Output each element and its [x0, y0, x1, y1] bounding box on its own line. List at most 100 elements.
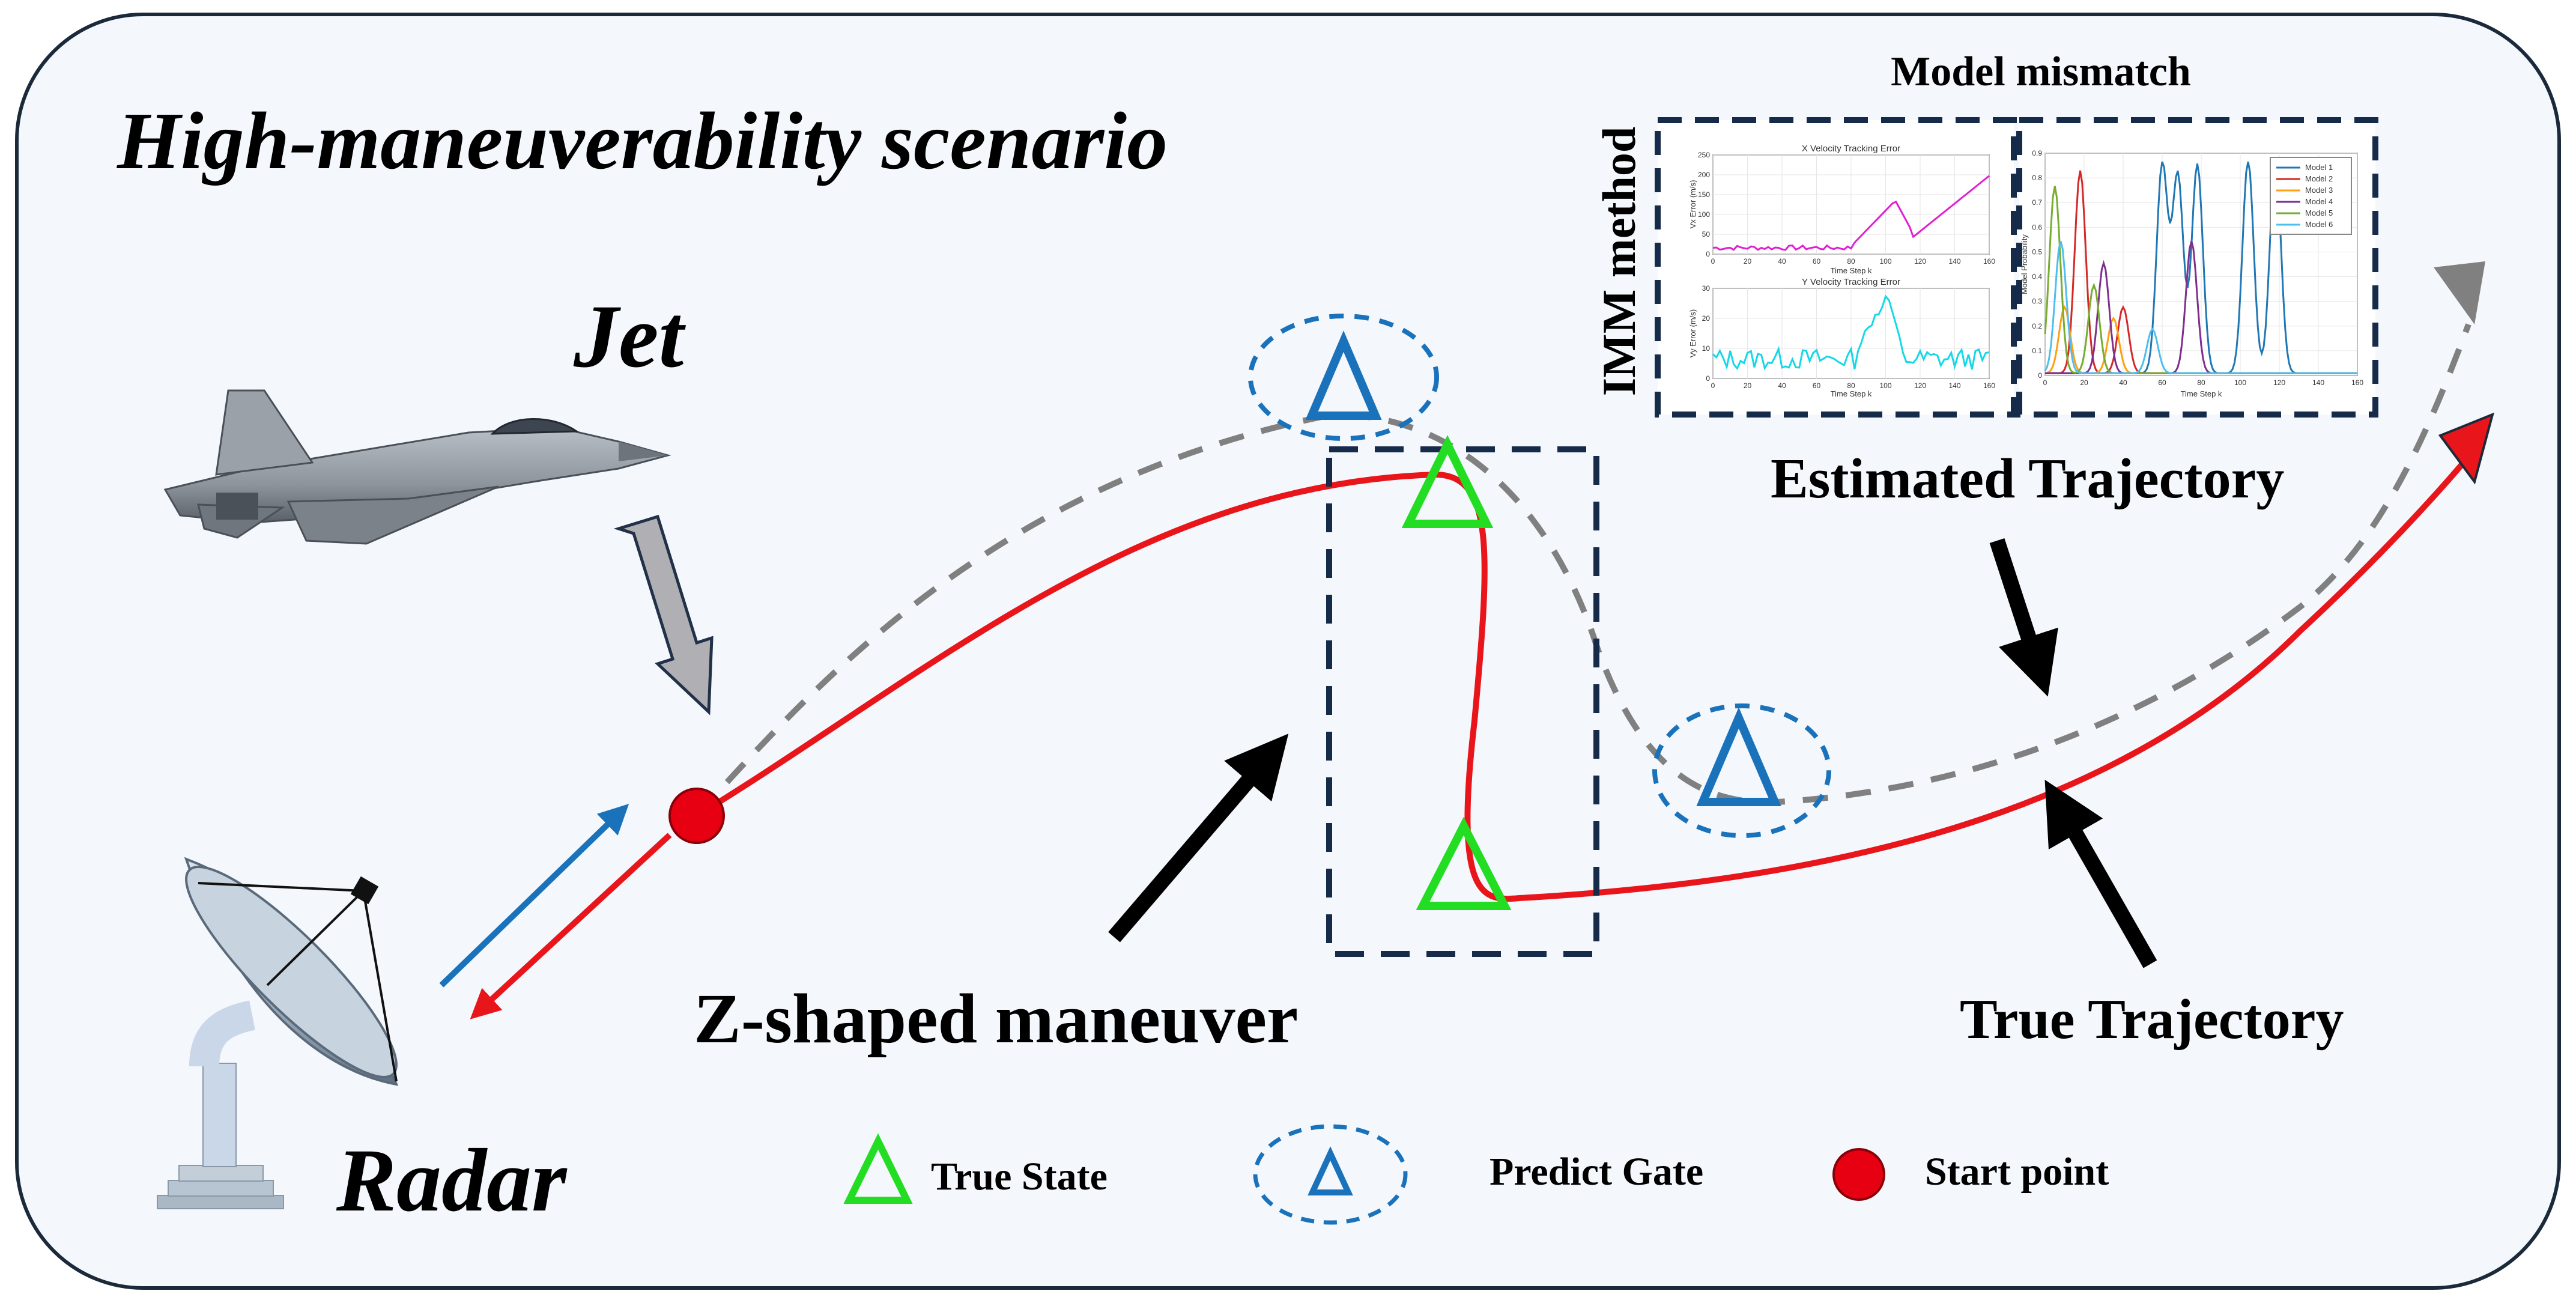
vx-y-tick-2: 100: [1698, 210, 1710, 219]
mp-y-tick-5: 0.5: [2032, 248, 2042, 256]
x-velocity-ylabel: Vx Error (m/s): [1688, 180, 1697, 229]
legend-model-4: Model 4: [2305, 197, 2333, 206]
jet-icon: [163, 389, 671, 545]
true-state-top: [1401, 435, 1494, 528]
vy-x-tick-1: 20: [1744, 381, 1752, 390]
vy-x-tick-8: 160: [1983, 381, 1995, 390]
legend-model-6: Model 6: [2305, 220, 2333, 229]
vy-x-tick-0: 0: [1711, 381, 1715, 390]
legend-model-5: Model 5: [2305, 208, 2333, 217]
predict-gate-top: [1248, 314, 1439, 441]
model-legend-box: [2270, 157, 2352, 235]
z-maneuver-box: [1326, 446, 1599, 957]
vy-x-tick-2: 40: [1778, 381, 1786, 390]
vx-x-tick-0: 0: [1711, 257, 1715, 266]
model-probability-plot: Model Probability Time Step k 0 0.1 0.2 0.3…: [2020, 149, 2363, 398]
vy-x-tick-7: 140: [1948, 381, 1960, 390]
radar-echo-arrow: [470, 833, 672, 1019]
z-maneuver-label: Z-shaped maneuver: [694, 979, 1298, 1058]
true-trajectory-arrow: [2044, 779, 2157, 968]
x-velocity-title: X Velocity Tracking Error: [1802, 144, 1900, 154]
mp-x-tick-5: 100: [2234, 378, 2246, 387]
radar-dish-icon: [157, 857, 399, 1209]
mp-x-tick-2: 40: [2119, 378, 2127, 387]
vx-y-tick-0: 0: [1706, 250, 1710, 258]
inset-title: Model mismatch: [1891, 49, 2191, 95]
mp-y-tick-7: 0.7: [2032, 198, 2042, 207]
vx-x-tick-6: 120: [1914, 257, 1926, 266]
scenario-title: High-maneuverability scenario: [117, 96, 1168, 186]
mp-y-tick-8: 0.8: [2032, 174, 2042, 182]
vx-y-tick-3: 150: [1698, 190, 1710, 199]
jet-label: Jet: [573, 287, 686, 386]
mp-x-tick-4: 80: [2197, 378, 2205, 387]
mp-x-tick-1: 20: [2080, 378, 2088, 387]
estimated-trajectory-arrow: [1989, 538, 2058, 697]
predict-gate-bottom: [1652, 703, 1831, 838]
y-velocity-xlabel: Time Step k: [1831, 389, 1872, 398]
legend-model-3: Model 3: [2305, 186, 2333, 195]
mp-x-tick-6: 120: [2273, 378, 2285, 387]
mp-y-tick-3: 0.3: [2032, 297, 2042, 306]
z-maneuver-arrow: [1108, 734, 1289, 943]
vx-x-tick-5: 100: [1879, 257, 1891, 266]
legend-true-state: True State: [931, 1155, 1108, 1198]
start-point-icon: [668, 788, 725, 844]
vy-x-tick-3: 60: [1813, 381, 1821, 390]
vy-y-tick-1: 10: [1702, 344, 1711, 353]
legend-model-1: Model 1: [2305, 163, 2333, 172]
x-velocity-xlabel: Time Step k: [1831, 266, 1872, 275]
vy-x-tick-4: 80: [1847, 381, 1855, 390]
vy-y-tick-3: 30: [1702, 284, 1711, 293]
vy-y-tick-0: 0: [1706, 374, 1710, 383]
vx-x-tick-2: 40: [1778, 257, 1786, 266]
vx-y-tick-4: 200: [1698, 171, 1710, 179]
vx-x-tick-8: 160: [1983, 257, 1995, 266]
radar-label: Radar: [336, 1131, 568, 1230]
vy-error-line: [1712, 294, 1990, 371]
vx-y-tick-1: 50: [1702, 230, 1711, 238]
mp-y-tick-4: 0.4: [2032, 273, 2042, 281]
jet-down-arrow: [613, 514, 714, 715]
mp-y-tick-2: 0.2: [2032, 322, 2042, 330]
legend-predict-gate: Predict Gate: [1490, 1150, 1703, 1194]
true-state-icon: [843, 1133, 913, 1204]
radar-transmit-arrow: [439, 804, 629, 988]
estimated-trajectory-line: [696, 323, 2471, 816]
vy-y-tick-2: 20: [1702, 314, 1711, 323]
start-point-legend-icon: [1832, 1148, 1885, 1201]
vy-x-tick-6: 120: [1914, 381, 1926, 390]
mp-y-tick-1: 0.1: [2032, 347, 2042, 355]
true-state-bottom: [1416, 816, 1512, 910]
inset-side-label: IMM method: [1593, 127, 1645, 396]
mp-y-tick-9: 0.9: [2032, 149, 2042, 157]
model-6-probability-line: [2044, 240, 2357, 374]
vy-x-tick-5: 100: [1879, 381, 1891, 390]
model-probability-ylabel: Model Probability: [2020, 234, 2029, 294]
estimated-trajectory-arrowhead: [2434, 261, 2485, 324]
true-trajectory-line: [695, 454, 2471, 902]
estimated-trajectory-label: Estimated Trajectory: [1771, 448, 2284, 510]
mp-x-tick-3: 60: [2158, 378, 2166, 387]
vx-x-tick-1: 20: [1744, 257, 1752, 266]
vx-x-tick-3: 60: [1813, 257, 1821, 266]
mp-x-tick-8: 160: [2351, 378, 2363, 387]
vx-x-tick-7: 140: [1948, 257, 1960, 266]
true-trajectory-arrowhead: [2438, 412, 2494, 485]
predict-gate-icon: [1253, 1124, 1408, 1225]
mp-x-tick-0: 0: [2043, 378, 2047, 387]
y-velocity-ylabel: Vy Error (m/s): [1688, 309, 1697, 357]
true-trajectory-label: True Trajectory: [1960, 988, 2344, 1051]
model-probability-xlabel: Time Step k: [2181, 389, 2222, 398]
y-velocity-plot: Y Velocity Tracking Error Vy Error (m/s)…: [1688, 277, 1995, 398]
vx-error-line: [1712, 175, 1990, 251]
mp-y-tick-6: 0.6: [2032, 223, 2042, 231]
legend-start-point: Start point: [1925, 1150, 2109, 1194]
y-velocity-title: Y Velocity Tracking Error: [1802, 277, 1900, 287]
vx-x-tick-4: 80: [1847, 257, 1855, 266]
x-velocity-plot: X Velocity Tracking Error Vx Error (m/s)…: [1688, 144, 1995, 275]
mp-y-tick-0: 0: [2038, 371, 2042, 380]
legend-model-2: Model 2: [2305, 174, 2333, 183]
mp-x-tick-7: 140: [2312, 378, 2324, 387]
